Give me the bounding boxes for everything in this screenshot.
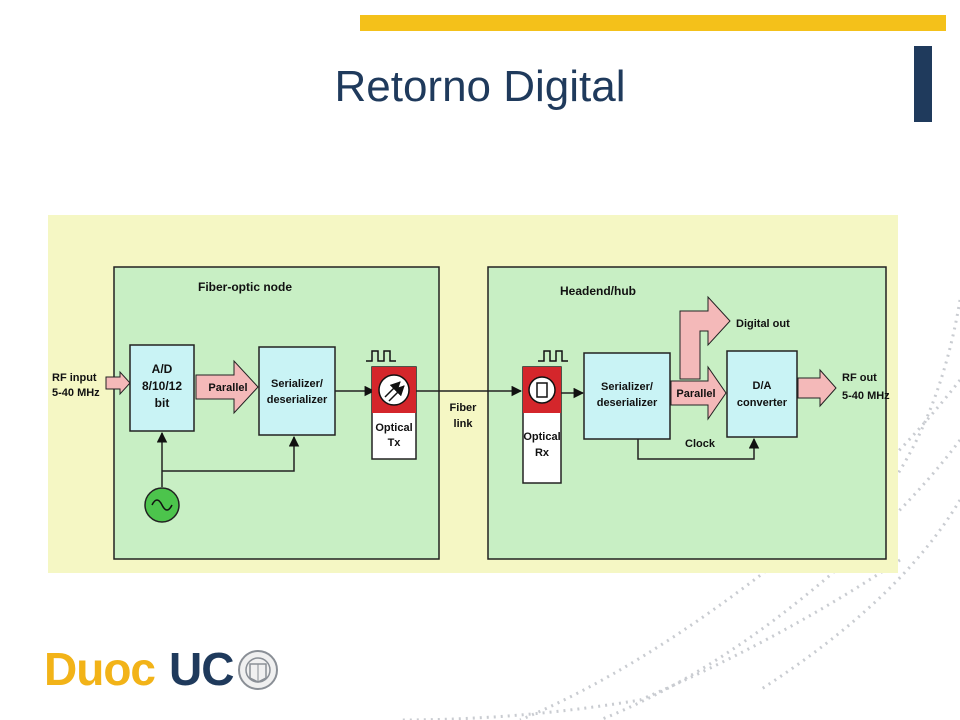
duoc-uc-logo: Duoc UC bbox=[44, 642, 284, 702]
side-accent-bar bbox=[914, 46, 932, 122]
laser-icon bbox=[378, 374, 410, 406]
da-label-line2: converter bbox=[737, 397, 788, 409]
node-title: Fiber-optic node bbox=[198, 280, 292, 294]
optical-rx-line2: Rx bbox=[535, 447, 550, 459]
logo-uc-text: UC bbox=[169, 643, 234, 695]
logo-duoc-text: Duoc bbox=[44, 643, 156, 695]
serializer-right-block bbox=[583, 352, 671, 440]
digital-out-label: Digital out bbox=[736, 318, 790, 330]
slide-title: Retorno Digital bbox=[334, 62, 626, 111]
clock-label: Clock bbox=[685, 438, 716, 450]
laser-icon-arrow1 bbox=[384, 381, 401, 398]
rx-pulse-icon bbox=[538, 350, 568, 362]
photodiode-icon-body bbox=[536, 382, 548, 398]
parallel-left-label: Parallel bbox=[208, 382, 247, 394]
serdes-left-line2: deserializer bbox=[267, 394, 328, 406]
rf-out-line1: RF out bbox=[842, 372, 877, 384]
rf-input-label-line2: 5-40 MHz bbox=[52, 387, 100, 399]
optical-tx-line1: Optical bbox=[375, 422, 412, 434]
serdes-left-line1: Serializer/ bbox=[271, 378, 323, 390]
rf-input-label-line1: RF input bbox=[52, 372, 97, 384]
parallel-arrow-right bbox=[670, 365, 727, 421]
digital-return-diagram: Fiber-optic node Headend/hub RF input 5-… bbox=[48, 215, 898, 573]
ad-label-line2: 8/10/12 bbox=[142, 379, 182, 393]
rf-input-arrow bbox=[105, 370, 131, 396]
rf-out-line2: 5-40 MHz bbox=[842, 390, 890, 402]
optical-rx-line1: Optical bbox=[523, 431, 560, 443]
tx-pulse-icon bbox=[366, 350, 396, 362]
digital-out-arrow bbox=[679, 295, 731, 380]
parallel-arrow-left bbox=[195, 359, 259, 415]
top-accent-bar bbox=[360, 15, 946, 31]
optical-tx-line2: Tx bbox=[388, 437, 402, 449]
ad-label-line1: A/D bbox=[152, 362, 173, 376]
logo-seal-icon bbox=[238, 650, 278, 690]
oscillator-sine bbox=[151, 499, 173, 511]
laser-icon-arrow2 bbox=[388, 385, 405, 402]
ad-label-line3: bit bbox=[155, 396, 170, 410]
da-converter-block bbox=[726, 350, 798, 438]
fiber-link-line1: Fiber bbox=[450, 402, 478, 414]
ad-converter-block bbox=[129, 344, 195, 432]
headend-title: Headend/hub bbox=[560, 284, 636, 298]
serdes-right-line2: deserializer bbox=[597, 397, 658, 409]
osc-to-serializer-line bbox=[162, 435, 300, 472]
serializer-left-block bbox=[258, 346, 336, 436]
fiber-link-line2: link bbox=[454, 418, 474, 430]
parallel-right-label: Parallel bbox=[676, 388, 715, 400]
clock-line bbox=[637, 437, 760, 460]
rf-out-arrow bbox=[797, 368, 837, 408]
serdes-right-line1: Serializer/ bbox=[601, 381, 653, 393]
photodiode-icon bbox=[528, 376, 556, 404]
da-label-line1: D/A bbox=[753, 380, 772, 392]
